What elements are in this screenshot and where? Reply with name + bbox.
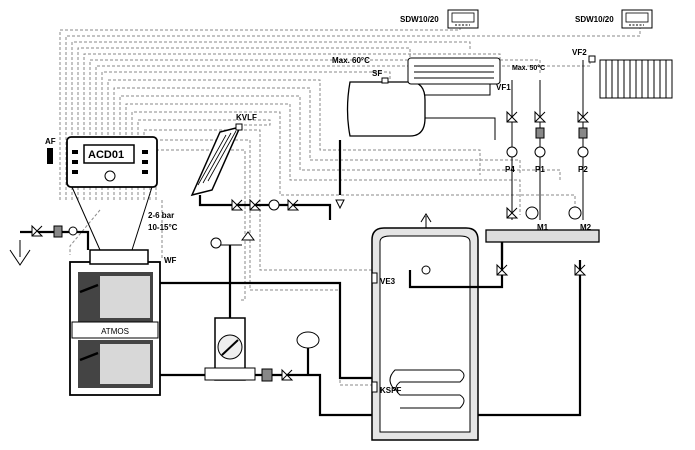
circuit-p4 (506, 80, 519, 220)
label-kspf: KSPF (380, 386, 401, 395)
label-sf: SF (372, 69, 382, 78)
label-kvlf: KVLF (236, 113, 257, 122)
label-wf: WF (164, 256, 177, 265)
distributor-manifold (485, 229, 600, 243)
heating-return-loop (255, 260, 582, 417)
label-temperature: 10-15°C (148, 223, 178, 232)
label-max60: Max. 60°C (332, 56, 370, 65)
label-vf1: VF1 (496, 83, 511, 92)
return-pump (261, 368, 294, 382)
solar-pipe (198, 195, 332, 220)
circuit-p1 (525, 80, 547, 220)
boiler-flow-pipe (160, 281, 372, 380)
manifold-valve-left (496, 263, 509, 276)
label-m2: M2 (580, 223, 592, 232)
manifold-valve-right (574, 263, 587, 276)
label-acd01: ACD01 (88, 149, 124, 161)
label-m1: M1 (537, 223, 549, 232)
acd01-controller (66, 136, 158, 188)
heating-flow-pipe (408, 240, 504, 289)
af-outdoor-sensor (47, 148, 53, 164)
label-vf2: VF2 (572, 48, 587, 57)
sdw-room-unit-right (621, 9, 653, 29)
label-af: AF (45, 137, 56, 146)
sdw-room-unit-left (447, 9, 479, 29)
loading-unit (204, 317, 256, 381)
expansion-vessel (296, 331, 320, 375)
storage-tank (371, 213, 479, 441)
label-p4: P4 (505, 165, 515, 174)
solar-collector (190, 123, 243, 197)
label-p2: P2 (578, 165, 588, 174)
label-sdw-left: SDW10/20 (400, 15, 439, 24)
hot-water-tank (346, 77, 426, 137)
label-sdw-right: SDW10/20 (575, 15, 614, 24)
circuit-p2 (568, 60, 590, 220)
floor-heating-coil (407, 57, 501, 85)
controller-projection (71, 186, 153, 251)
solar-arrow (335, 199, 345, 210)
expansion-safety-valves (210, 231, 255, 283)
label-pressure: 2-6 bar (148, 211, 174, 220)
label-ve3: VE3 (380, 277, 396, 286)
label-p1: P1 (535, 165, 545, 174)
atmos-boiler (69, 249, 161, 396)
label-max50: Max. 50°C (512, 64, 545, 72)
solar-pump-group (231, 198, 300, 211)
dhw-pipes (425, 75, 496, 140)
cold-feed-valves (9, 224, 90, 266)
label-atmos: ATMOS (101, 327, 129, 336)
radiator (588, 55, 673, 99)
